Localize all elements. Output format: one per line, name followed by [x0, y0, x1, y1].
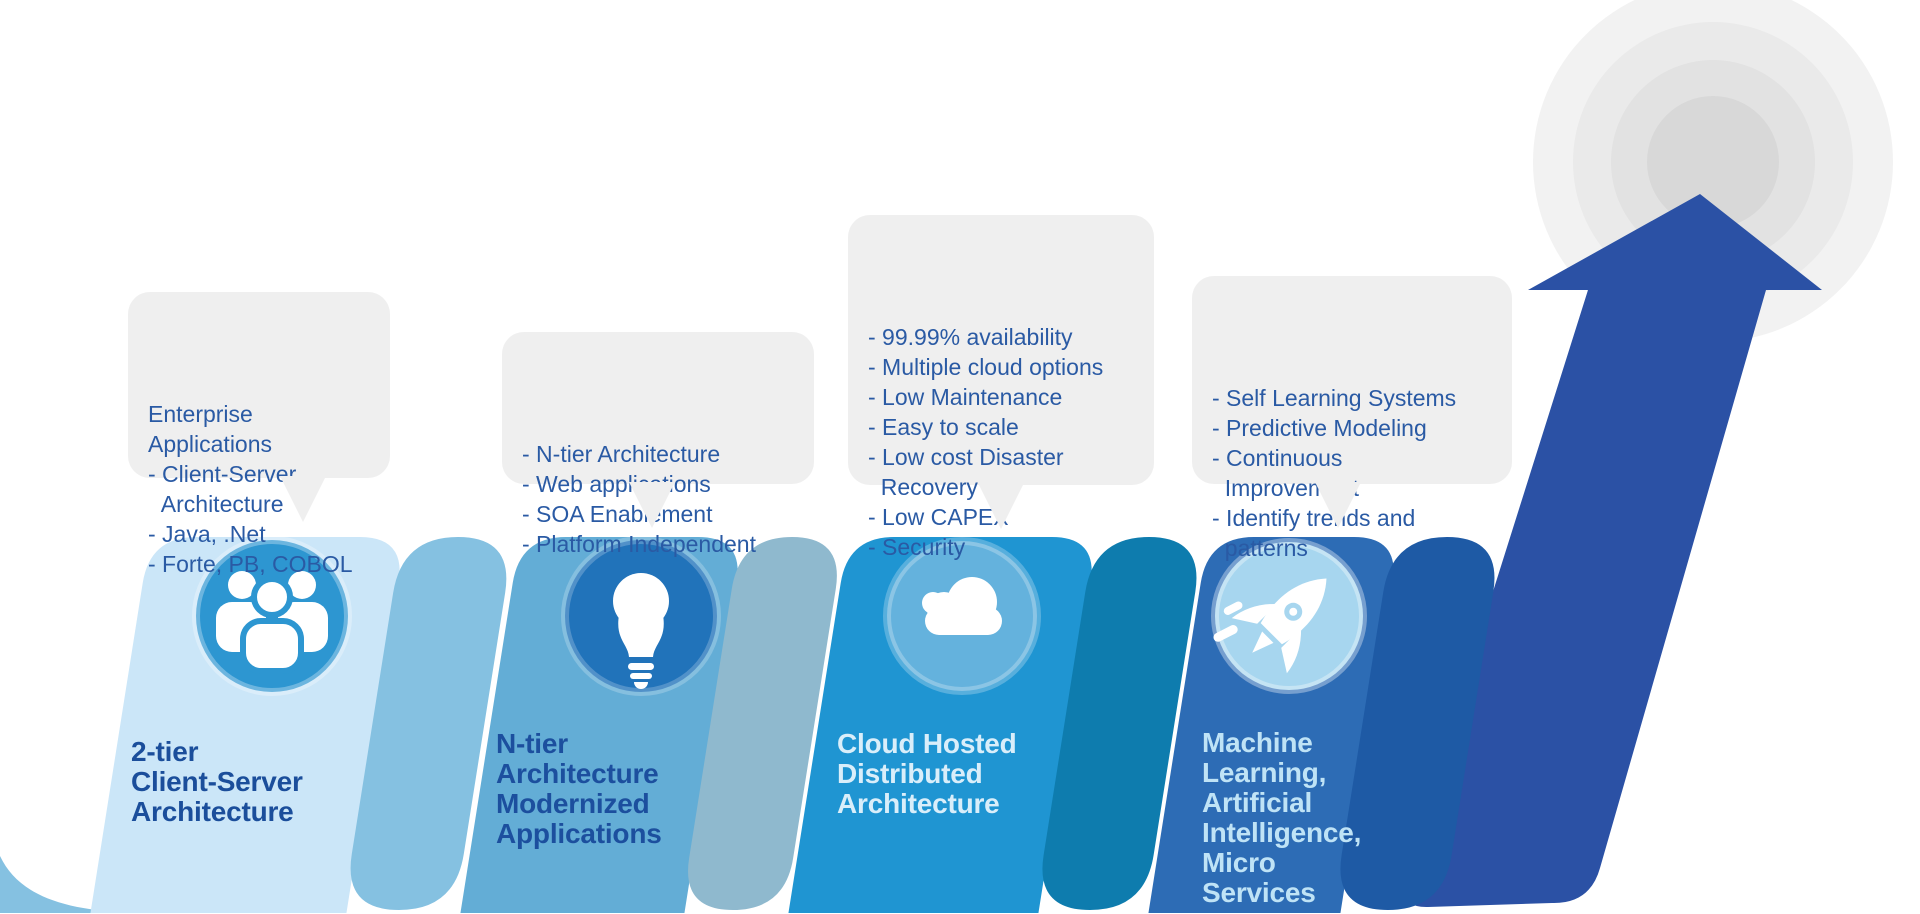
- stage-title-2: N-tier Architecture Modernized Applicati…: [496, 728, 662, 849]
- rocket-flame: [1252, 631, 1274, 653]
- cloud-icon: [883, 537, 1041, 695]
- bulb-base-nub: [634, 682, 648, 689]
- rocket-icon: [1211, 538, 1367, 694]
- ribbon-fold-1: [350, 537, 507, 910]
- lightbulb-icon: [561, 536, 721, 696]
- speech-bubble-stage-3: - 99.99% availability - Multiple cloud o…: [848, 215, 1154, 560]
- bubble-text-3: - 99.99% availability - Multiple cloud o…: [868, 324, 1104, 560]
- person-head-left: [228, 571, 256, 599]
- person-head-front: [251, 576, 293, 618]
- bubble-text-4: - Self Learning Systems - Predictive Mod…: [1212, 385, 1457, 561]
- users-group-icon: [192, 536, 352, 696]
- speech-bubble-stage-4: - Self Learning Systems - Predictive Mod…: [1192, 276, 1512, 561]
- speech-bubble-stage-1: Enterprise Applications - Client-Server …: [128, 292, 390, 577]
- target-ring-inner: [1647, 96, 1779, 228]
- fold-shape-2: [688, 537, 837, 910]
- fold-shape-4: [1340, 537, 1495, 910]
- rocket-glyph: [1213, 578, 1327, 674]
- bulb-base-bar-1: [628, 663, 654, 670]
- ribbon-tail-curl: [0, 856, 160, 914]
- person-head-right: [288, 571, 316, 599]
- bubble-tail-1: [280, 476, 326, 522]
- bubble-text-1: Enterprise Applications - Client-Server …: [148, 401, 353, 577]
- stage-title-4: Machine Learning, Artificial Intelligenc…: [1202, 727, 1362, 908]
- speech-bubble-stage-2: - N-tier Architecture - Web applications…: [502, 332, 814, 557]
- ribbon-fold-3: [1042, 537, 1197, 910]
- rocket-fin-right: [1281, 628, 1302, 674]
- rocket-trail-2: [1223, 601, 1243, 615]
- bubble-tail-4: [1315, 482, 1361, 528]
- bubble-tail-2: [629, 482, 675, 528]
- rocket-trail-1: [1213, 625, 1238, 642]
- growth-arrow: [1402, 194, 1822, 908]
- rocket-window-center: [1289, 607, 1298, 616]
- fold-shape-1: [350, 537, 507, 910]
- bulb-base-bar-2: [630, 673, 652, 679]
- fold-shape-3: [1042, 537, 1197, 910]
- rocket-fin-left: [1231, 603, 1277, 624]
- stage-title-1: 2-tier Client-Server Architecture: [131, 736, 303, 827]
- bulb-neck: [618, 615, 664, 657]
- cloud-base: [925, 607, 1002, 635]
- stage-title-3: Cloud Hosted Distributed Architecture: [837, 728, 1017, 819]
- ribbon-fold-4: [1340, 537, 1495, 910]
- person-body-front: [240, 618, 304, 674]
- bubble-tail-3: [978, 483, 1024, 529]
- ribbon-fold-2: [688, 537, 837, 910]
